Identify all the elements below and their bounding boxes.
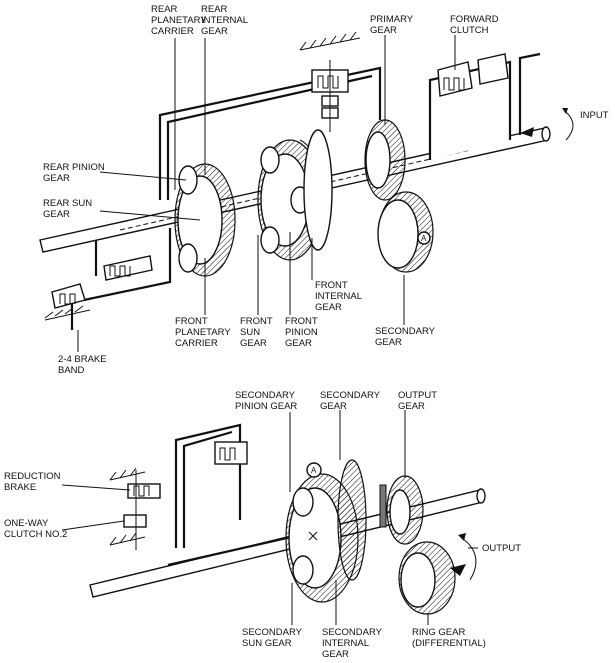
marker-a-top: A: [421, 234, 427, 243]
secondary-gear-bottom: [285, 459, 367, 603]
output-gear: [379, 475, 424, 545]
housing-bottom: [109, 467, 146, 546]
label-front-pinion-gear: FRONT PINION GEAR: [285, 316, 318, 349]
label-one-way-clutch: ONE-WAY CLUTCH NO.2: [4, 518, 68, 540]
bottom-assembly: A: [61, 410, 486, 625]
label-forward-clutch: FORWARD CLUTCH: [450, 14, 499, 36]
front-internal-gear-ring: [303, 129, 333, 251]
label-brake-band: 2-4 BRAKE BAND: [58, 354, 107, 376]
label-front-planetary-carrier: FRONT PLANETARY CARRIER: [175, 316, 231, 349]
label-ring-gear: RING GEAR (DIFFERENTIAL): [412, 627, 486, 649]
reduction-brake-pack: [123, 441, 248, 550]
label-front-internal-gear: FRONT INTERNAL GEAR: [315, 280, 362, 313]
top-assembly: A: [39, 31, 574, 352]
label-primary-gear: PRIMARY GEAR: [370, 14, 414, 36]
label-secondary-pinion-gear: SECONDARY PINION GEAR: [235, 390, 298, 412]
front-planetary: [257, 139, 323, 261]
label-secondary-gear-top: SECONDARY GEAR: [375, 326, 436, 348]
secondary-gear-top: [377, 191, 434, 273]
primary-gear: [364, 119, 406, 201]
forward-clutch: [437, 53, 509, 97]
label-input: INPUT: [580, 110, 609, 121]
top-clutch-pack: [311, 60, 349, 132]
label-rear-pinion-gear: REAR PINION GEAR: [43, 162, 105, 184]
label-output: OUTPUT: [482, 543, 522, 554]
label-reduction-brake: REDUCTION BRAKE: [4, 471, 61, 493]
housing-top: [299, 31, 361, 51]
brake-band: [44, 228, 172, 330]
leader-lines-bottom: [61, 410, 478, 625]
label-rear-sun-gear: REAR SUN GEAR: [43, 198, 93, 220]
label-front-sun-gear: FRONT SUN GEAR: [240, 316, 273, 349]
output-arrow: [450, 533, 477, 581]
label-output-gear: OUTPUT GEAR: [398, 390, 438, 412]
input-arrow: [520, 108, 574, 141]
label-secondary-sun-gear: SECONDARY SUN GEAR: [242, 627, 303, 649]
label-secondary-gear-bottom: SECONDARY GEAR: [320, 390, 381, 412]
label-rear-internal-gear: REAR INTERNAL GEAR: [201, 4, 248, 37]
ring-gear: [398, 541, 456, 615]
label-secondary-internal-gear: SECONDARY INTERNAL GEAR: [322, 627, 383, 660]
marker-a-bottom: A: [311, 466, 317, 475]
leader-lines-top: [77, 35, 456, 352]
label-rear-planetary-carrier: REAR PLANETARY CARRIER: [151, 4, 207, 37]
